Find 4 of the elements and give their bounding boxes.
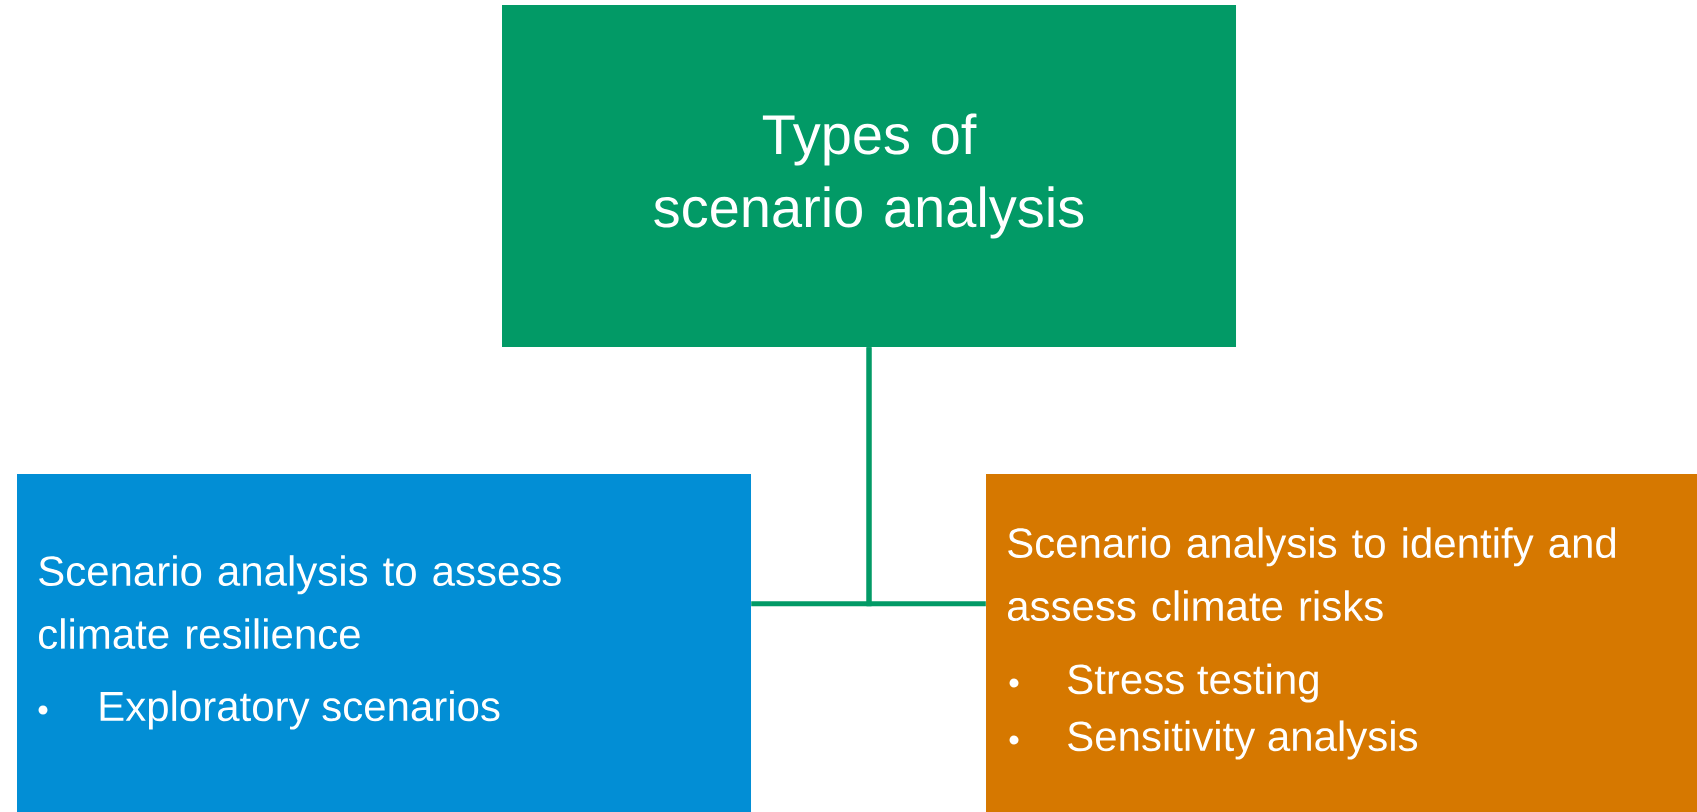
- category-box: Scenario analysis to assess climate resilience Exploratory scenarios: [17, 474, 751, 812]
- category-box: Types of scenario analysis: [502, 5, 1236, 347]
- connector-line: [866, 347, 986, 607]
- category-box: Scenario analysis to identify and assess climate risks Stress testing Sensitivity analysis: [986, 474, 1697, 812]
